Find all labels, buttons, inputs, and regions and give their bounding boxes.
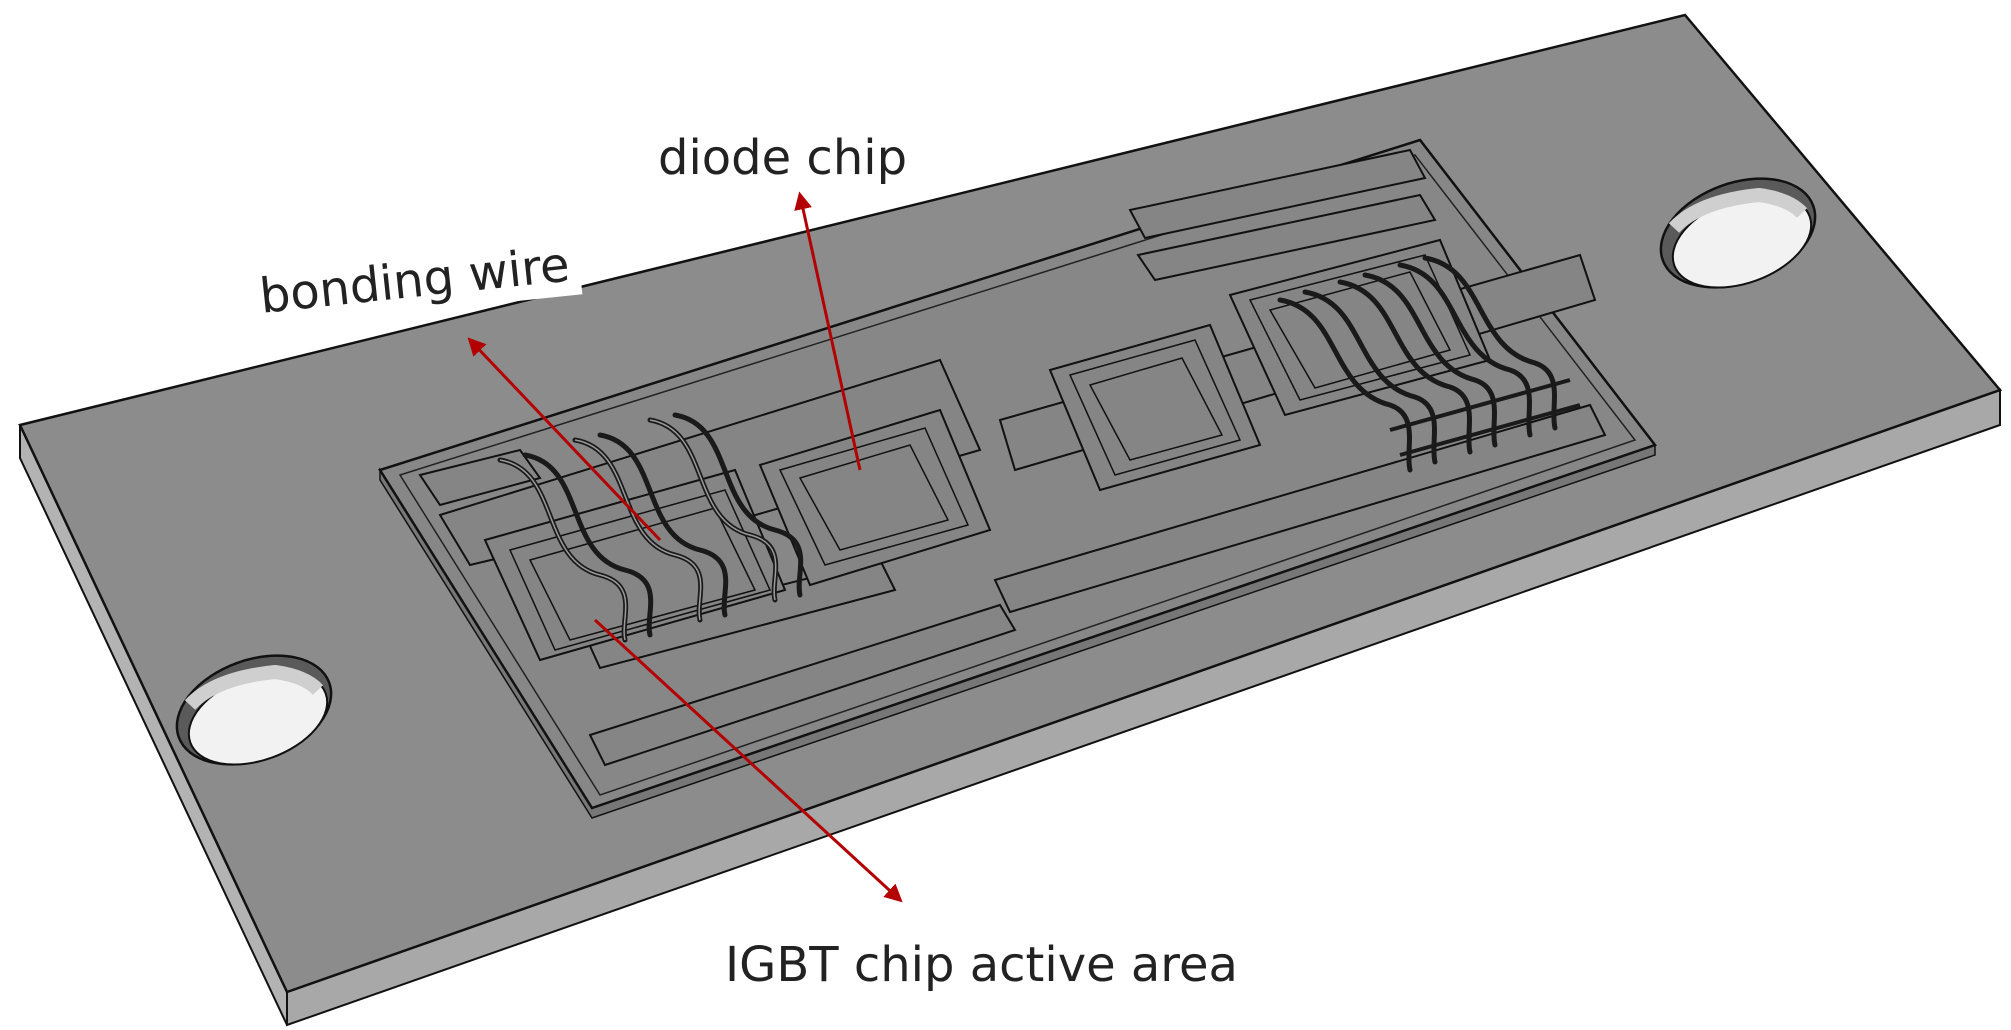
diode-chip-right: [1048, 323, 1262, 492]
bonding-wires-left-highlight: [499, 419, 777, 641]
arrow-diode-chip: [794, 191, 862, 471]
substrate-inner-border: [398, 154, 1637, 796]
trace-bottom-right-strip: [993, 403, 1607, 614]
bonding-wires-right: [1277, 255, 1558, 473]
arrow-igbt-active-area: [593, 618, 903, 903]
trace-top-right-strip: [1136, 193, 1437, 282]
bonding-wires-right-rows: [1389, 378, 1581, 457]
label-igbt-chip-active-area: IGBT chip active area: [715, 935, 1248, 996]
trace-bottom-strip: [588, 603, 1017, 767]
diode-chip: [758, 408, 992, 587]
mounting-hole-left: [175, 654, 333, 766]
label-diode-chip: diode chip: [648, 128, 918, 189]
trace-top-strip: [1128, 148, 1427, 240]
mounting-hole-right: [1659, 177, 1817, 289]
arrow-bonding-wire: [467, 337, 662, 542]
